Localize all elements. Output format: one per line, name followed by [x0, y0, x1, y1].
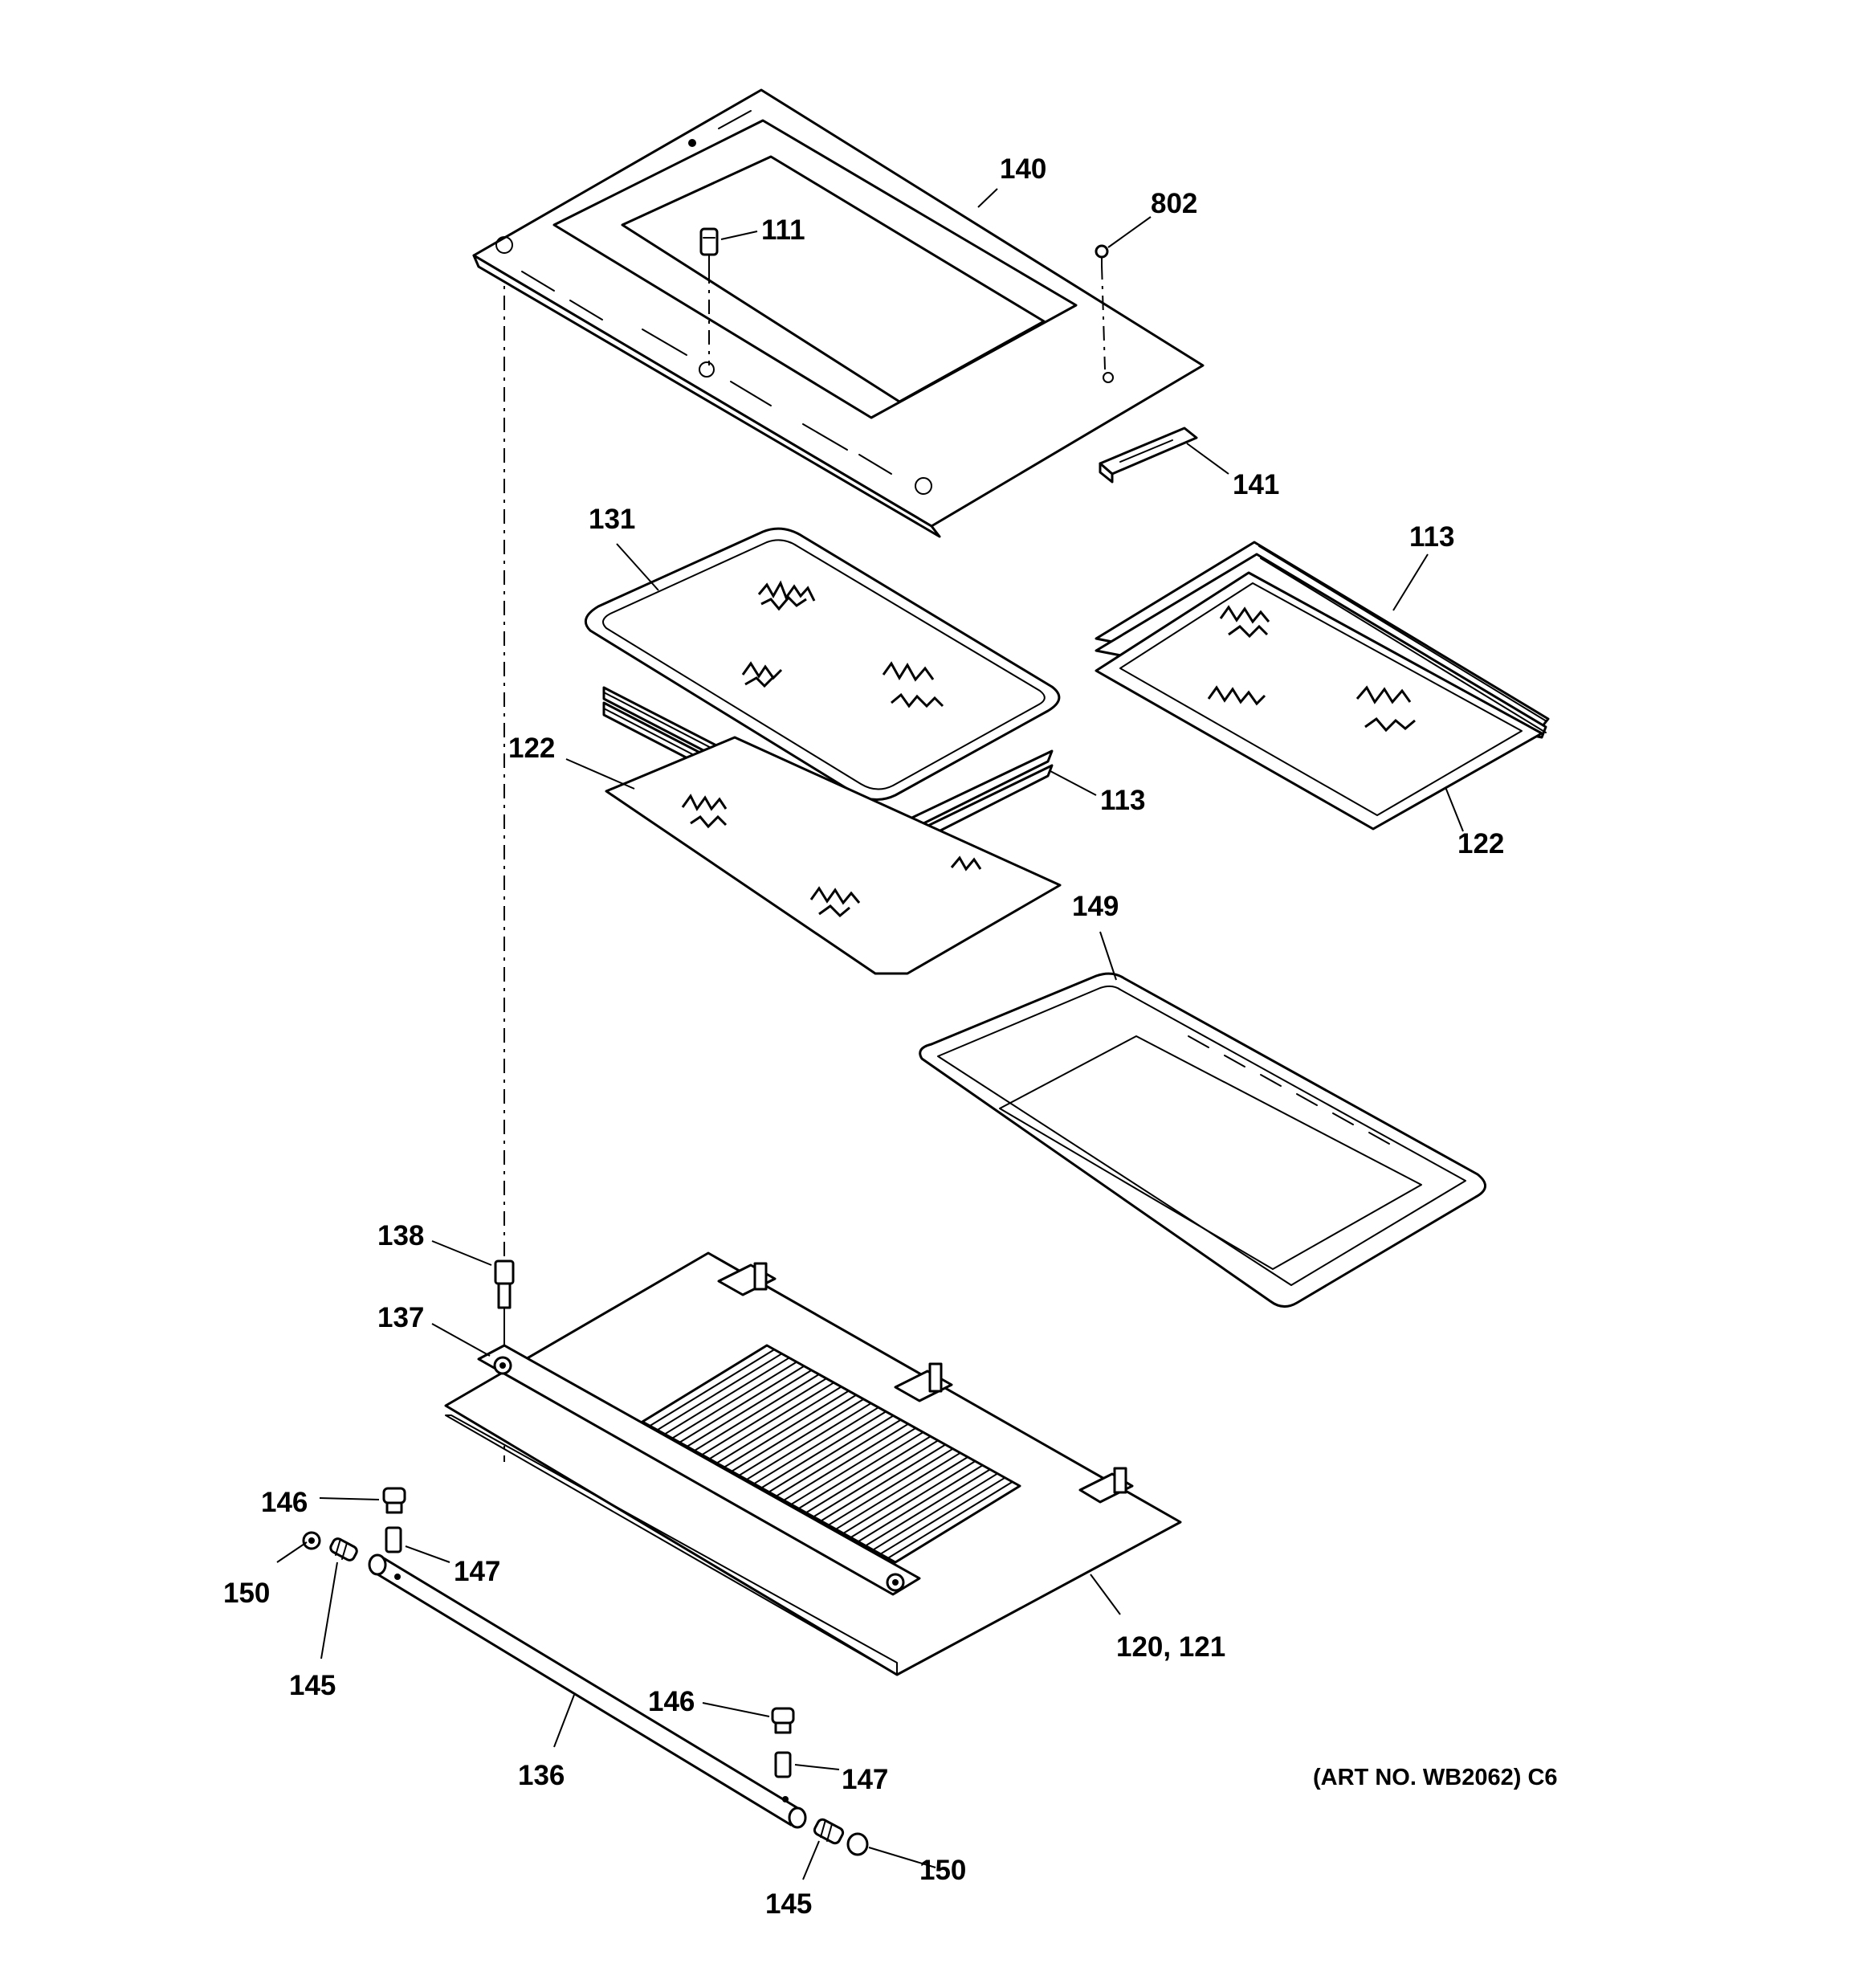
art-number-note: (ART NO. WB2062) C6	[1313, 1765, 1558, 1790]
part-138-standoff[interactable]	[494, 1259, 515, 1338]
callout-146-right: 146	[648, 1686, 695, 1717]
louver-line	[649, 1349, 775, 1427]
part-150-cap-left[interactable]	[302, 1531, 321, 1550]
glass-marking	[741, 580, 944, 708]
callout-141: 141	[1233, 469, 1279, 500]
louver-line	[679, 1365, 805, 1443]
louver-line	[753, 1406, 879, 1485]
callout-131: 131	[589, 504, 635, 535]
louver-line	[813, 1439, 939, 1518]
callout-145-left: 145	[289, 1670, 336, 1701]
callout-802: 802	[1151, 188, 1197, 219]
glass-marking	[1207, 605, 1416, 733]
callout-147-right: 147	[842, 1764, 888, 1795]
part-137-retainer-strip[interactable]	[477, 1344, 921, 1596]
callout-137: 137	[377, 1302, 424, 1333]
part-146-screw-left[interactable]	[382, 1487, 406, 1514]
callout-150-right: 150	[919, 1855, 966, 1886]
part-149-inner-frame[interactable]	[919, 972, 1486, 1308]
louver-line	[768, 1414, 895, 1493]
callout-labels: 140 802 111 141 131 113 113 122 122 149 …	[223, 153, 1558, 1920]
louver-line	[687, 1370, 813, 1447]
louver-line	[708, 1382, 834, 1460]
part-150-cap-right[interactable]	[846, 1832, 869, 1856]
callout-122-left: 122	[508, 733, 555, 764]
part-120-121-door-panel[interactable]	[444, 1251, 1182, 1676]
louver-line	[798, 1431, 924, 1509]
callout-147-left: 147	[454, 1556, 500, 1587]
louver-line	[760, 1410, 887, 1489]
louver-line	[694, 1374, 820, 1451]
part-145-end-cap-left[interactable]	[329, 1537, 359, 1562]
louver-line	[776, 1419, 902, 1497]
louver-line	[820, 1443, 946, 1522]
louver-line	[657, 1353, 783, 1431]
louver-line	[805, 1435, 932, 1514]
callout-149: 149	[1072, 891, 1119, 922]
callout-122-right: 122	[1457, 828, 1504, 859]
louver-line	[842, 1456, 968, 1534]
louver-line	[850, 1460, 976, 1538]
louver-line	[701, 1378, 827, 1456]
louver-line	[731, 1394, 857, 1472]
callout-146-left: 146	[261, 1487, 308, 1518]
louver-line	[872, 1472, 998, 1551]
part-140-top-frame[interactable]	[472, 88, 1205, 538]
leader-lines	[276, 188, 1464, 1880]
part-147-spacer-right[interactable]	[774, 1751, 792, 1778]
glass-marking	[681, 794, 982, 918]
callout-145-right: 145	[765, 1888, 812, 1920]
part-131-gasket-frame[interactable]	[584, 527, 1061, 801]
louver-line	[716, 1386, 842, 1464]
part-122-glass-right[interactable]	[1095, 571, 1543, 831]
louver-line	[887, 1481, 1013, 1559]
louver-line	[746, 1402, 872, 1480]
part-141-bracket[interactable]	[1099, 427, 1198, 484]
part-802-screw[interactable]	[1095, 244, 1109, 370]
louver-line	[724, 1390, 850, 1468]
callout-113-left: 113	[1100, 785, 1145, 816]
part-122-glass-left[interactable]	[605, 736, 1062, 975]
louver-line	[858, 1464, 984, 1543]
louver-line	[879, 1476, 1005, 1555]
louver-line	[671, 1361, 797, 1439]
louver-line	[828, 1447, 954, 1526]
louver-line	[835, 1451, 961, 1530]
callout-140: 140	[1000, 153, 1046, 185]
louver-line	[865, 1468, 991, 1547]
callout-138: 138	[377, 1220, 424, 1251]
part-145-end-cap-right[interactable]	[813, 1818, 845, 1845]
callout-150-left: 150	[223, 1578, 270, 1609]
callout-120-121: 120, 121	[1116, 1631, 1225, 1663]
part-146-screw-right[interactable]	[771, 1707, 795, 1734]
louver-line	[790, 1427, 916, 1505]
louver-lines	[649, 1349, 1013, 1559]
callout-136: 136	[518, 1760, 565, 1791]
part-147-spacer-left[interactable]	[385, 1526, 402, 1553]
louver-line	[738, 1398, 864, 1476]
part-111-stud[interactable]	[699, 227, 719, 365]
callout-113-right: 113	[1409, 521, 1454, 553]
louver-line	[783, 1423, 909, 1501]
callout-111: 111	[761, 214, 805, 246]
louver-line	[664, 1357, 790, 1435]
part-136-handle-rod[interactable]	[368, 1553, 807, 1829]
